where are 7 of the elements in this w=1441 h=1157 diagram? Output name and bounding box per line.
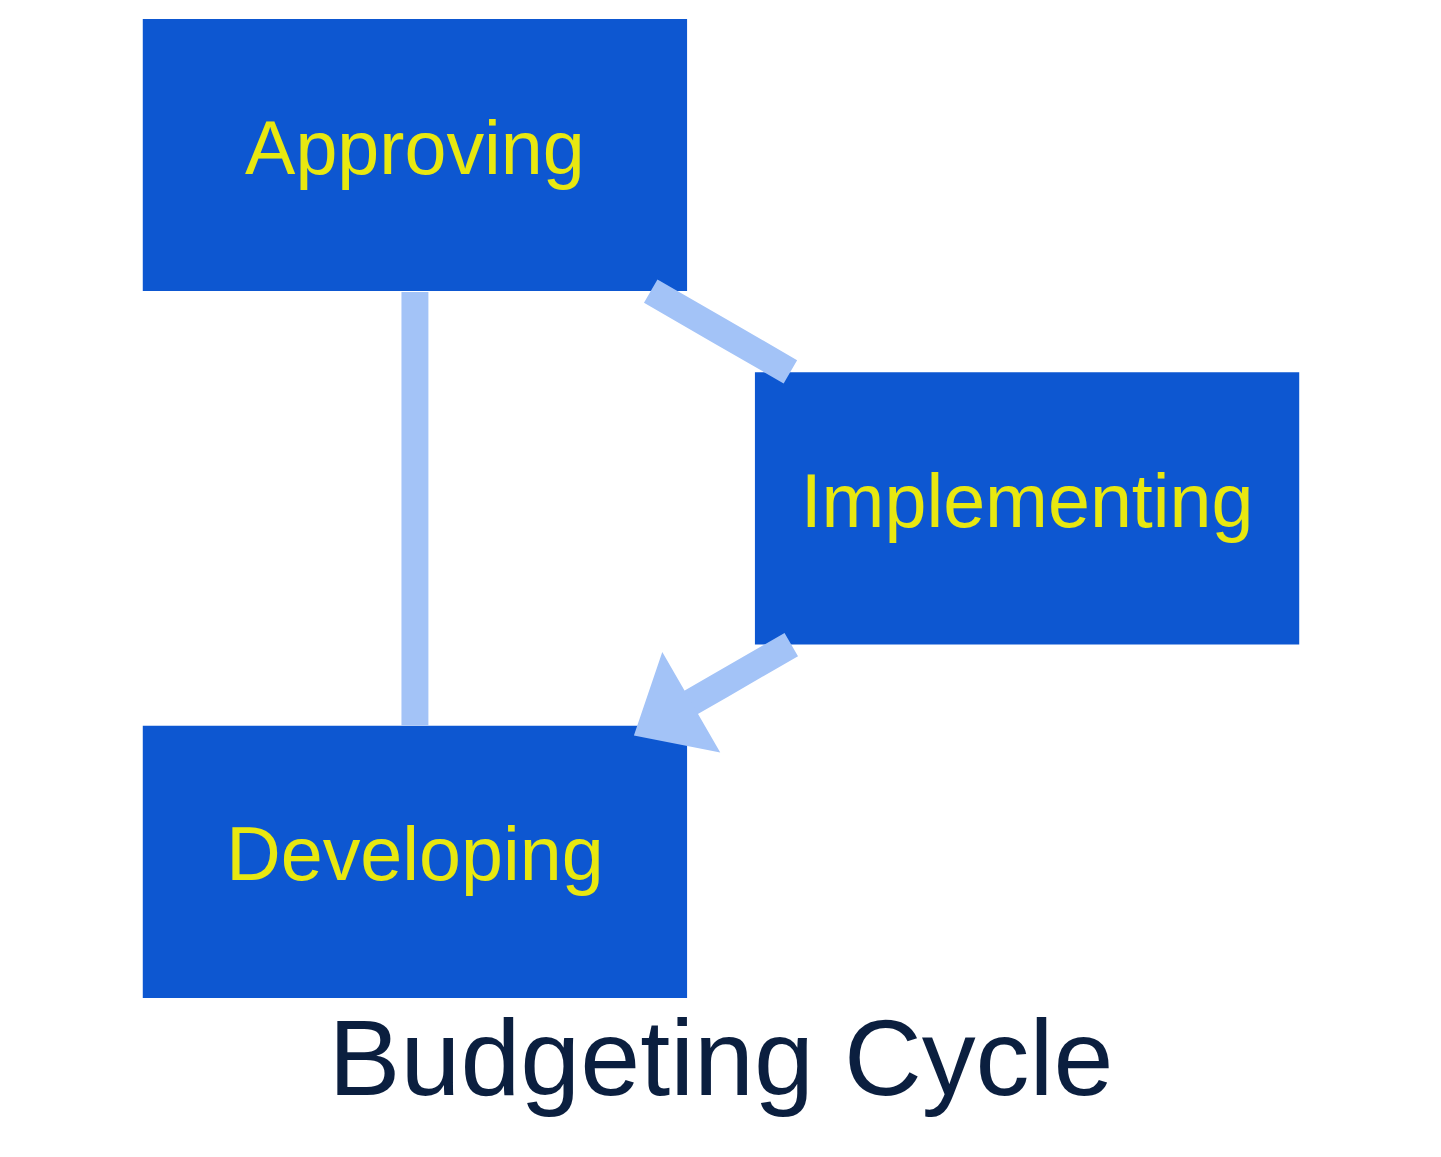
connector [400, 292, 428, 726]
node-box: Developing [142, 725, 687, 998]
connector [643, 279, 797, 384]
arrow [633, 632, 798, 753]
node-box: Approving [142, 18, 687, 292]
node-box: Implementing [754, 372, 1299, 645]
diagram-title: Budgeting Cycle [328, 996, 1113, 1118]
